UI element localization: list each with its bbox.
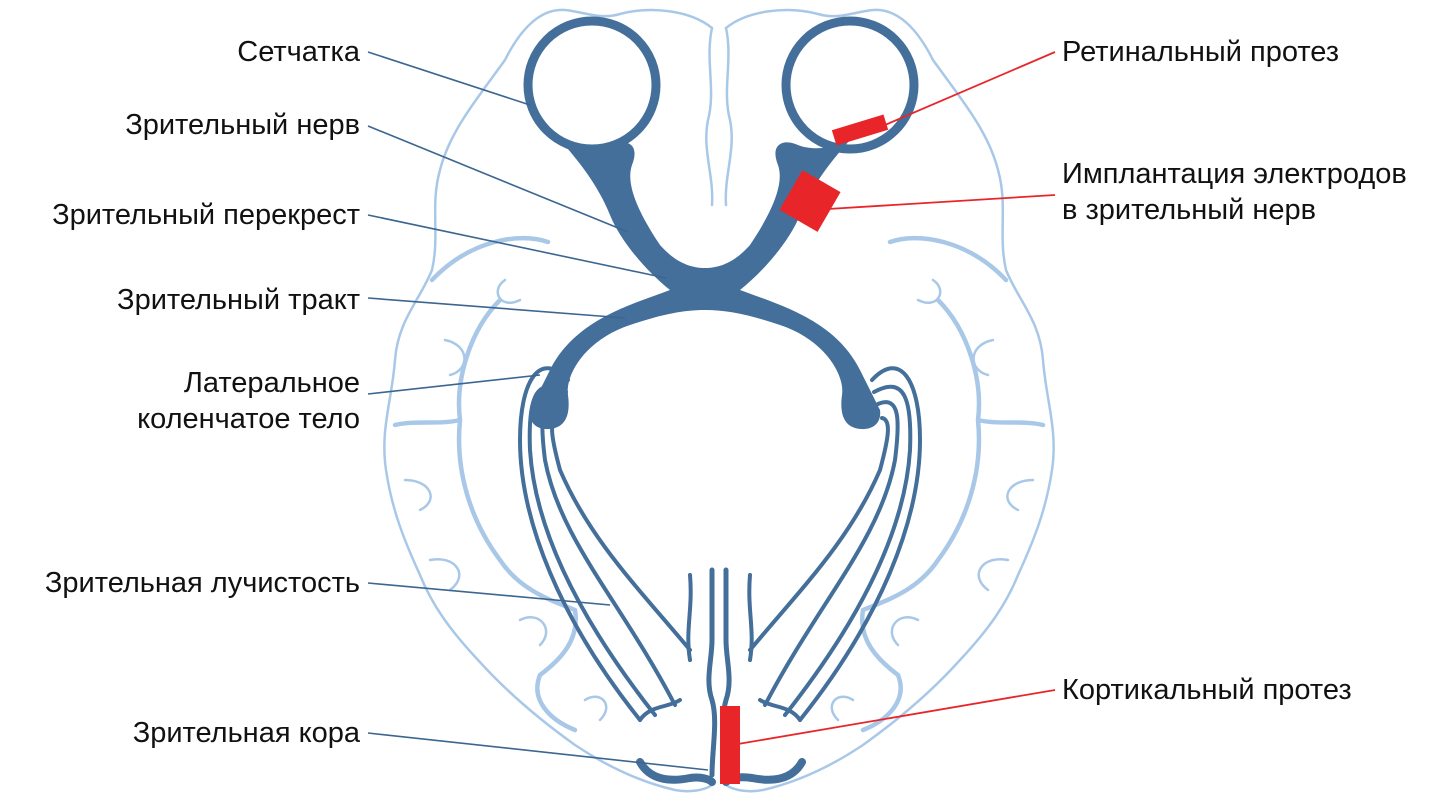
label-cortical-prosthesis: Кортикальный протез bbox=[1062, 674, 1352, 706]
optic-nerve-electrode-marker bbox=[779, 170, 841, 232]
leader-visual-cortex bbox=[367, 732, 709, 771]
cortical-prosthesis-marker bbox=[720, 706, 740, 784]
label-nerve-implant: Имплантация электродов в зрительный нерв bbox=[1062, 156, 1407, 228]
label-optic-chiasm: Зрительный перекрест bbox=[52, 199, 360, 231]
left-optic-radiation bbox=[518, 366, 693, 722]
leader-nerve-implant bbox=[827, 194, 1056, 210]
left-eye-inner bbox=[534, 27, 650, 143]
label-visual-cortex: Зрительная кора bbox=[132, 717, 360, 749]
right-eye-inner bbox=[792, 27, 908, 143]
right-eyeball bbox=[781, 16, 919, 154]
leader-optic-tract bbox=[367, 297, 626, 319]
midline-cortex-left bbox=[706, 567, 718, 778]
leader-retina bbox=[367, 51, 531, 106]
leader-retinal-prosthesis bbox=[884, 51, 1056, 126]
implants bbox=[720, 114, 889, 784]
label-lgn: Латеральное коленчатое тело bbox=[137, 365, 360, 437]
leader-optic-radiation bbox=[367, 582, 611, 606]
leader-optic-nerve bbox=[367, 125, 629, 233]
brain-outline bbox=[383, 8, 1055, 793]
midline-fissure-left bbox=[705, 26, 714, 207]
right-hemisphere-outline bbox=[724, 8, 1055, 793]
label-retinal-prosthesis: Ретинальный протез bbox=[1062, 36, 1340, 68]
left-gyri bbox=[403, 278, 608, 722]
midline-fissure-right bbox=[724, 26, 733, 207]
label-optic-tract: Зрительный тракт bbox=[117, 284, 360, 316]
right-gyri bbox=[830, 278, 1035, 722]
label-optic-nerve: Зрительный нерв bbox=[125, 109, 360, 141]
left-hemisphere-outline bbox=[383, 8, 714, 793]
leader-lines-right bbox=[737, 51, 1056, 745]
right-temporal-lobe bbox=[859, 235, 1046, 733]
optic-nerves-and-chiasm bbox=[529, 140, 881, 430]
leader-lgn bbox=[367, 374, 541, 395]
right-optic-radiation bbox=[747, 366, 922, 722]
leader-lines-left bbox=[367, 51, 709, 771]
label-optic-radiation: Зрительная лучистость bbox=[44, 567, 360, 599]
leader-optic-chiasm bbox=[367, 214, 667, 279]
label-lgn-line1: Латеральное bbox=[183, 367, 360, 399]
label-lgn-line2: коленчатое тело bbox=[137, 403, 360, 435]
label-nerve-implant-line2: в зрительный нерв bbox=[1062, 194, 1317, 226]
retinal-prosthesis-marker bbox=[831, 114, 889, 146]
label-retina: Сетчатка bbox=[237, 36, 360, 68]
label-nerve-implant-line1: Имплантация электродов bbox=[1062, 158, 1407, 190]
leader-cortical-prosthesis bbox=[737, 689, 1056, 745]
